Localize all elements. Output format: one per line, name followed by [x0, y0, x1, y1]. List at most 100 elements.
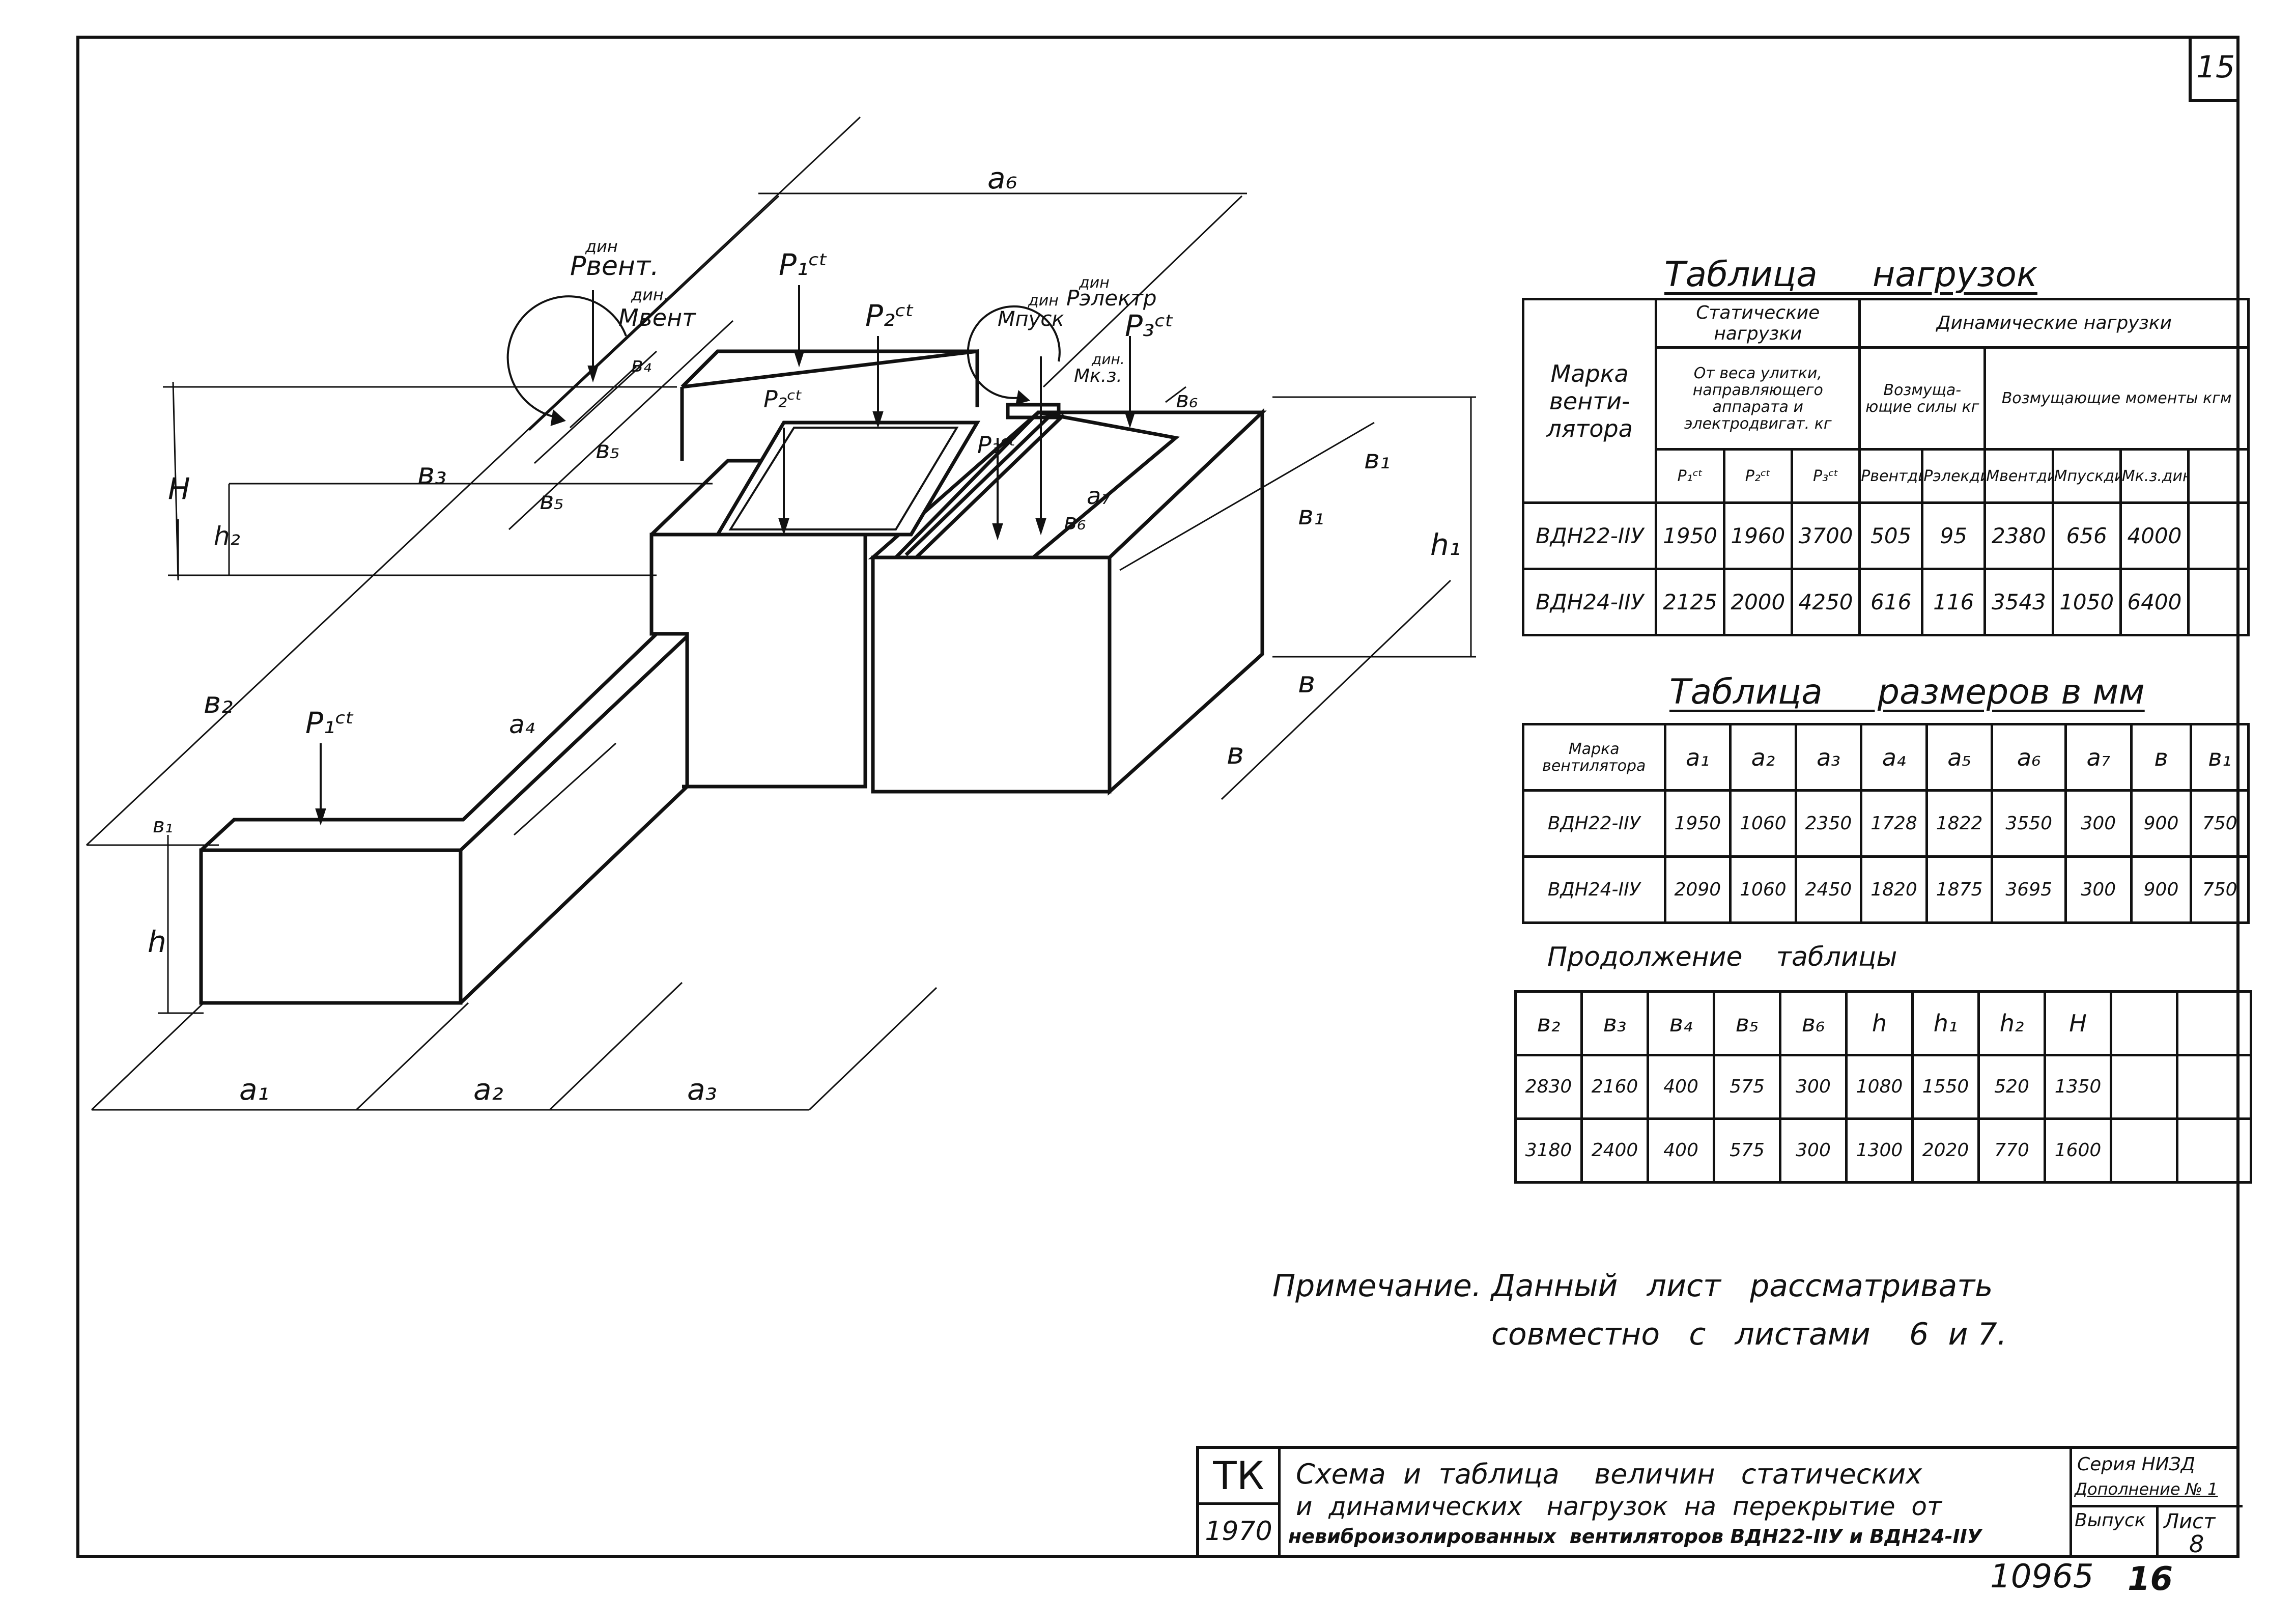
sizes-col-header: a₃	[1794, 723, 1863, 792]
sizes-cell: 750	[2190, 855, 2250, 924]
loads-col-header: Mк.з.дин	[2119, 448, 2190, 504]
sizes-cell: 300	[2064, 789, 2133, 858]
label-Pelektr: Pэлектр	[1066, 286, 1157, 311]
title-block-right	[2070, 1449, 2243, 1558]
sizes-cell: 3550	[1991, 789, 2067, 858]
sizes-col-header: a₇	[2064, 723, 2133, 792]
loads-cell: 2125	[1655, 568, 1725, 636]
sheet-number: 15	[2189, 36, 2240, 102]
dim-b2: в₂	[204, 685, 233, 720]
loads-h-static: Статические нагрузки	[1655, 298, 1861, 349]
loads-cell: 6400	[2119, 568, 2190, 636]
label-Pelektr-sup: дин	[1079, 274, 1110, 292]
cont-cell-empty	[2110, 1117, 2178, 1184]
raised-walls	[680, 349, 1180, 559]
loads-col-header: Pвентдин	[1858, 448, 1924, 504]
cont-cell: 520	[1977, 1054, 2046, 1120]
dim-h: h	[148, 925, 166, 959]
title-divider-v	[2156, 1505, 2159, 1558]
sizes-cell: 900	[2130, 789, 2193, 858]
loads-cell: 1950	[1655, 501, 1725, 570]
dim-b6-inner: в₆	[1064, 509, 1086, 535]
dim-a4: a₄	[509, 710, 535, 739]
dim-b5b: в₅	[596, 436, 620, 464]
sizes-cell: 1822	[1925, 789, 1994, 858]
label-Pvent-sup: дин	[585, 237, 618, 256]
table-row: 3180 2400 400 575 300 1300 2020 770 1600	[1514, 1117, 2252, 1184]
cont-cell-empty	[2176, 1054, 2252, 1120]
cont-cell: 300	[1779, 1117, 1848, 1184]
page-number: 16	[2128, 1560, 2173, 1598]
load-arrows	[315, 285, 1136, 826]
sizes-col-header: a₆	[1991, 723, 2067, 792]
label-Pvent: Pвент.	[570, 251, 659, 282]
loads-cell: 95	[1921, 501, 1987, 570]
cont-col-header: h₁	[1911, 990, 1980, 1056]
label-P3st: P₃ᶜᵗ	[1125, 309, 1174, 343]
cont-cell: 770	[1977, 1117, 2046, 1184]
dim-a6: a₆	[987, 161, 1017, 195]
title-sheet-label: Лист	[2164, 1510, 2216, 1533]
dim-H: H	[168, 471, 190, 506]
loads-h-moments: Возмущающие моменты кгм	[1983, 346, 2250, 451]
loads-h-forces: Возмуща-ющие силы кг	[1858, 346, 1987, 451]
title-sheet-value: 8	[2189, 1530, 2204, 1558]
dim-b1-inner: в₁	[1298, 500, 1324, 531]
sizes-col-header: в	[2130, 723, 2193, 792]
loads-cell: 656	[2051, 501, 2122, 570]
dim-a1: a₁	[239, 1072, 269, 1107]
cont-cell: 2020	[1911, 1117, 1980, 1184]
sizes-cell: 1060	[1729, 855, 1797, 924]
dim-h1: h₁	[1430, 527, 1461, 562]
note-label: Примечание.	[1272, 1268, 1482, 1304]
label-P1st-lower: P₁ᶜᵗ	[305, 706, 355, 740]
title-issue-label: Выпуск	[2075, 1510, 2146, 1531]
title-block-org: ТК	[1199, 1449, 1281, 1505]
cont-col-empty	[2110, 990, 2178, 1056]
title-supplement: Дополнение № 1	[2075, 1479, 2218, 1499]
sizes-table: Марка вентилятора a₁ a₂ a₃ a₄ a₅ a₆ a₇ в…	[1522, 723, 2250, 924]
title-series: Серия НИЗД	[2077, 1454, 2195, 1475]
label-Mvent-sup: дин.	[631, 285, 669, 304]
dim-b5a: в₅	[540, 487, 564, 515]
loads-h-dynamic: Динамические нагрузки	[1858, 298, 2250, 349]
loads-col-empty	[2187, 448, 2250, 504]
sizes-cell: 900	[2130, 855, 2193, 924]
loads-table-title: Таблица нагрузок	[1664, 255, 2037, 295]
title-line-1: Схема и таблица величин статических	[1296, 1458, 1922, 1490]
loads-row-mark: ВДН22-ІІУ	[1521, 501, 1658, 570]
loads-cell: 116	[1921, 568, 1987, 636]
archive-code: 10965	[1990, 1558, 2094, 1596]
continuation-table: в₂ в₃ в₄ в₅ в₆ h h₁ h₂ H 2830 2160 400 5…	[1514, 990, 2252, 1184]
sizes-cell: 1950	[1663, 789, 1732, 858]
dim-h2: h₂	[214, 521, 240, 551]
title-line-3: невиброизолированных вентиляторов ВДН22-…	[1288, 1525, 1982, 1548]
cont-cell: 1300	[1845, 1117, 1914, 1184]
cont-col-header: в₂	[1514, 990, 1583, 1056]
loads-cell: 2380	[1983, 501, 2054, 570]
label-Mvent: Mвент	[618, 304, 696, 331]
label-Mkz-sup: дин.	[1091, 351, 1125, 368]
note-line-2: совместно с листами 6 и 7.	[1491, 1317, 2007, 1352]
dim-b-lower: в	[1227, 736, 1244, 771]
sizes-h-mark: Марка вентилятора	[1522, 723, 1666, 792]
loads-cell: 3700	[1790, 501, 1861, 570]
cont-cell: 400	[1647, 1117, 1715, 1184]
loads-cell: 616	[1858, 568, 1924, 636]
loads-cell: 4250	[1790, 568, 1861, 636]
moment-arcs	[506, 295, 1061, 426]
cont-col-header: в₆	[1779, 990, 1848, 1056]
cont-cell: 1350	[2044, 1054, 2112, 1120]
loads-h-static-sub: От веса улитки, направляющего аппарата и…	[1655, 346, 1861, 451]
cont-col-header: h	[1845, 990, 1914, 1056]
label-P2st: P₂ᶜᵗ	[865, 298, 915, 333]
dim-b4: в₄	[631, 353, 651, 377]
cont-col-header: в₄	[1647, 990, 1715, 1056]
sizes-cell: 3695	[1991, 855, 2067, 924]
loads-cell: 4000	[2119, 501, 2190, 570]
cont-cell: 575	[1713, 1054, 1781, 1120]
title-block: ТК 1970 Схема и таблица величин статичес…	[1196, 1446, 2243, 1558]
dim-a2: a₂	[473, 1072, 503, 1107]
